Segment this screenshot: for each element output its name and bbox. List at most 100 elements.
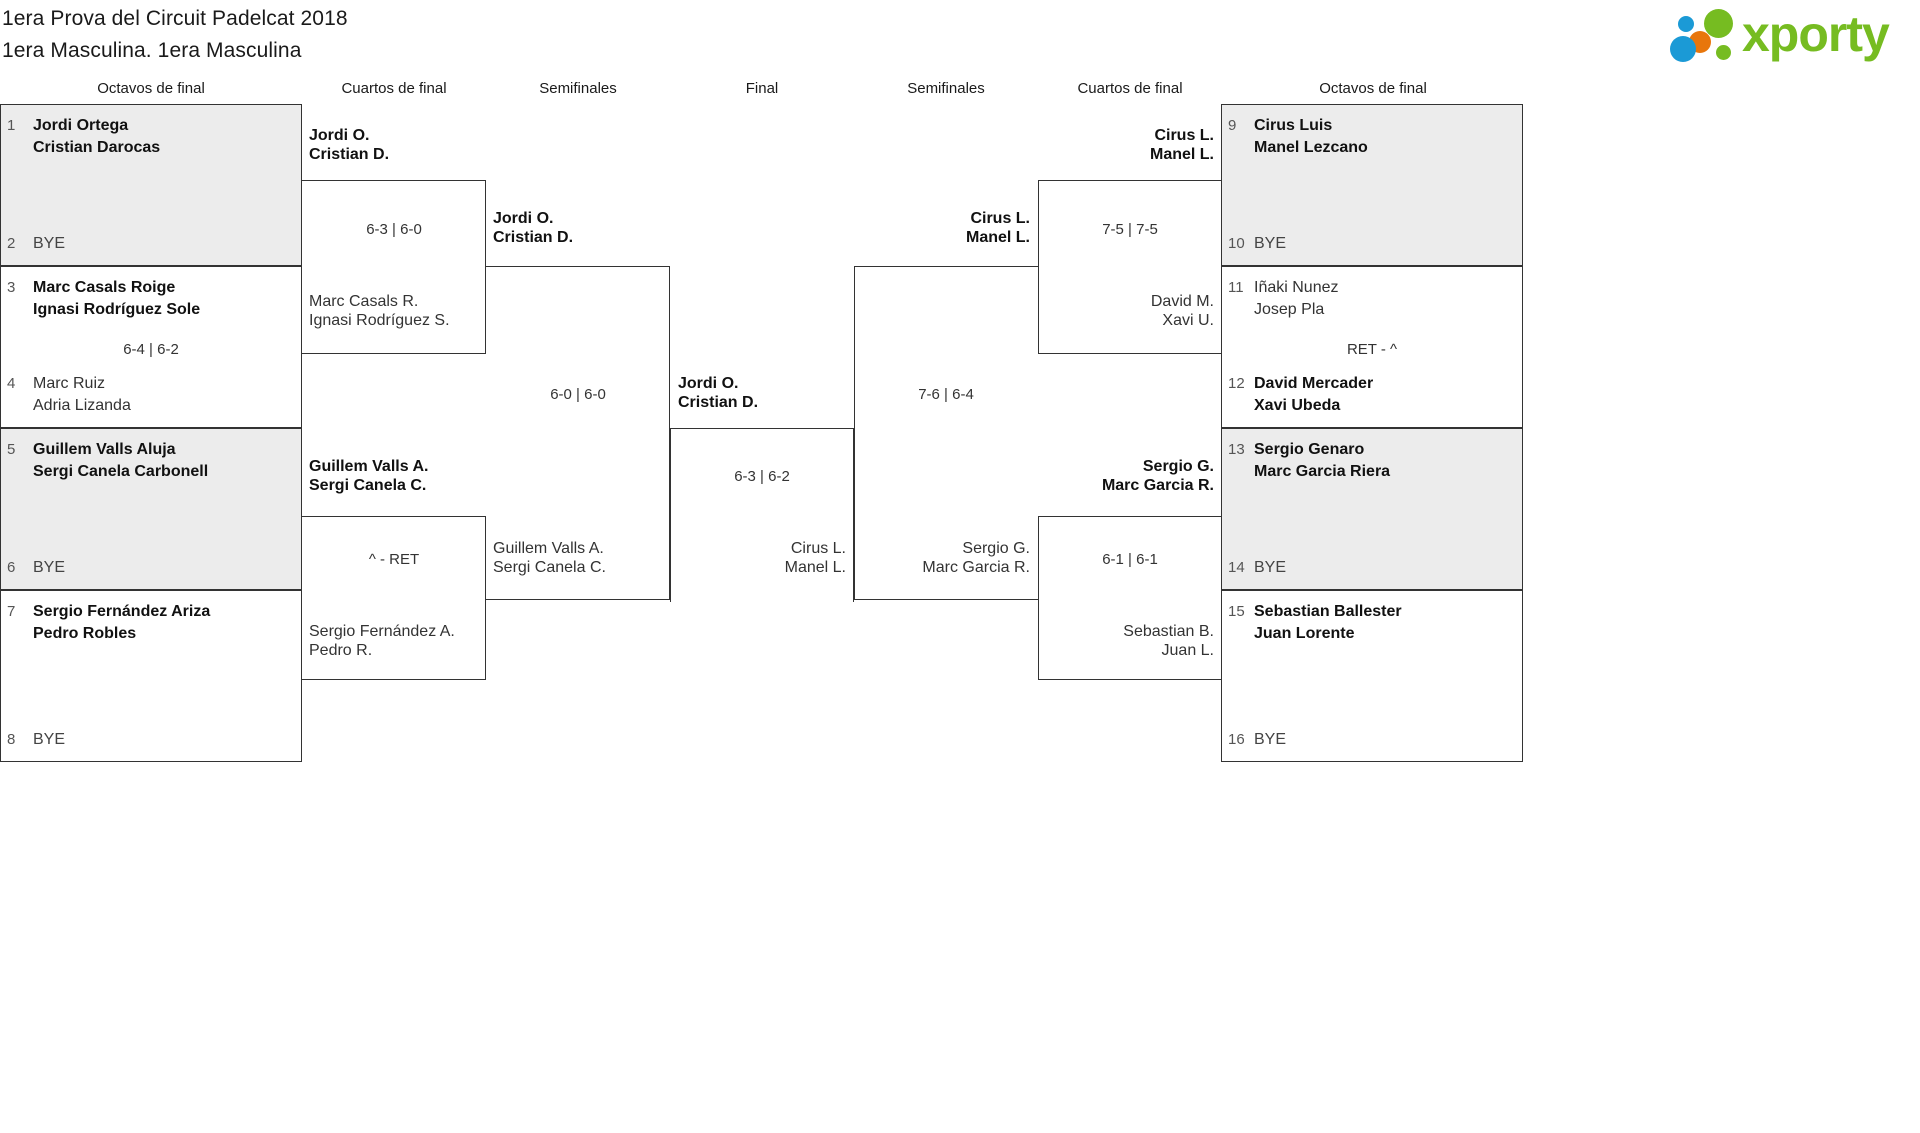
player-name: Sergio G.	[1142, 458, 1214, 475]
seed-names: BYE	[1254, 559, 1287, 576]
player-name: David M.	[1150, 293, 1214, 310]
match-cell-right-3[interactable]: 13 Sergio Genaro Marc Garcia Riera 14 BY…	[1221, 428, 1523, 590]
score-left-qf-bot: ^ - RET	[368, 551, 420, 568]
seed-entry-4: 4 Marc Ruiz Adria Lizanda	[7, 373, 297, 417]
match-cell-left-3[interactable]: 5 Guillem Valls Aluja Sergi Canela Carbo…	[0, 428, 302, 590]
player-name: Manel L.	[1149, 146, 1214, 163]
player-name: Guillem Valls A.	[309, 458, 429, 475]
player-name: Sebastian B.	[1123, 623, 1214, 640]
player-name: Juan Lorente	[1254, 625, 1355, 642]
player-name: Cirus L.	[790, 540, 846, 557]
seed-entry-15: 15 Sebastian Ballester Juan Lorente	[1228, 601, 1518, 645]
final-divider-right	[853, 428, 854, 602]
score-right-qf-bot: 6-1 | 6-1	[1102, 551, 1158, 568]
player-name: Marc Garcia R.	[1101, 477, 1214, 494]
player-name: Josep Pla	[1254, 301, 1325, 318]
seed-number: 8	[7, 731, 16, 748]
seed-number: 10	[1228, 235, 1245, 252]
seed-names: Guillem Valls Aluja Sergi Canela Carbone…	[33, 439, 208, 483]
advance-left-sf-loser: Guillem Valls A. Sergi Canela C.	[493, 539, 606, 577]
match-cell-left-2[interactable]: 3 Marc Casals Roige Ignasi Rodríguez Sol…	[0, 266, 302, 428]
player-name: Manel L.	[965, 229, 1030, 246]
player-name: Marc Garcia R.	[922, 559, 1030, 576]
bracket-box-right-qf-bot	[1038, 516, 1222, 680]
player-name: Pedro R.	[309, 642, 373, 659]
seed-entry-12: 12 David Mercader Xavi Ubeda	[1228, 373, 1518, 417]
advance-left-qf-top-loser: Marc Casals R. Ignasi Rodríguez S.	[309, 292, 450, 330]
seed-number: 16	[1228, 731, 1245, 748]
advance-left-qf-top-winner: Jordi O. Cristian D.	[309, 126, 389, 164]
score-right-sf: 7-6 | 6-4	[918, 386, 974, 403]
seed-number: 3	[7, 279, 16, 296]
seed-entry-8: 8 BYE	[7, 729, 297, 751]
player-name: Sergio Fernández A.	[309, 623, 455, 640]
match-cell-right-2[interactable]: 11 Iñaki Nunez Josep Pla 12 David Mercad…	[1221, 266, 1523, 428]
player-name: Sergi Canela C.	[309, 477, 427, 494]
advance-left-qf-bot-winner: Guillem Valls A. Sergi Canela C.	[309, 457, 428, 495]
round-header-left-cuartos: Cuartos de final	[341, 80, 447, 97]
logo-dots-icon	[1670, 7, 1748, 63]
player-name: Pedro Robles	[33, 625, 137, 642]
seed-names: Sergio Genaro Marc Garcia Riera	[1254, 439, 1390, 483]
bracket-box-left-qf-top	[302, 180, 486, 354]
seed-entry-11: 11 Iñaki Nunez Josep Pla	[1228, 277, 1518, 321]
logo-dot-blue-large	[1670, 36, 1696, 62]
advance-right-qf-bot-loser: Sebastian B. Juan L.	[1038, 622, 1214, 660]
advance-left-qf-bot-loser: Sergio Fernández A. Pedro R.	[309, 622, 455, 660]
player-name: Manel Lezcano	[1254, 139, 1368, 156]
xporty-logo[interactable]: xporty	[1670, 6, 1910, 63]
player-name: Guillem Valls Aluja	[33, 441, 176, 458]
seed-entry-9: 9 Cirus Luis Manel Lezcano	[1228, 115, 1518, 159]
advance-right-sf-loser: Sergio G. Marc Garcia R.	[854, 539, 1030, 577]
page-header: 1era Prova del Circuit Padelcat 2018 1er…	[0, 0, 1920, 75]
final-divider-left	[670, 428, 671, 602]
score-right-qf-top: 7-5 | 7-5	[1102, 221, 1158, 238]
round-header-right-octavos: Octavos de final	[1319, 80, 1427, 97]
seed-entry-10: 10 BYE	[1228, 233, 1518, 255]
seed-number: 9	[1228, 117, 1237, 134]
player-name: Cirus Luis	[1254, 117, 1333, 134]
match-cell-right-4[interactable]: 15 Sebastian Ballester Juan Lorente 16 B…	[1221, 590, 1523, 762]
seed-names: Sergio Fernández Ariza Pedro Robles	[33, 601, 210, 645]
seed-number: 1	[7, 117, 16, 134]
match-cell-left-1[interactable]: 1 Jordi Ortega Cristian Darocas 2 BYE	[0, 104, 302, 266]
match-cell-right-1[interactable]: 9 Cirus Luis Manel Lezcano 10 BYE	[1221, 104, 1523, 266]
seed-entry-1: 1 Jordi Ortega Cristian Darocas	[7, 115, 297, 159]
player-name: Manel L.	[784, 559, 846, 576]
match-cell-left-4[interactable]: 7 Sergio Fernández Ariza Pedro Robles 8 …	[0, 590, 302, 762]
seed-entry-14: 14 BYE	[1228, 557, 1518, 579]
seed-names: Sebastian Ballester Juan Lorente	[1254, 601, 1402, 645]
player-name: Sergio G.	[962, 540, 1030, 557]
logo-dot-blue-small	[1678, 16, 1694, 32]
final-runner-up: Cirus L. Manel L.	[670, 539, 846, 577]
score-left-octavos-2: 6-4 | 6-2	[123, 341, 179, 358]
advance-right-qf-top-loser: David M. Xavi U.	[1038, 292, 1214, 330]
advance-right-qf-bot-winner: Sergio G. Marc Garcia R.	[1038, 457, 1214, 495]
seed-entry-7: 7 Sergio Fernández Ariza Pedro Robles	[7, 601, 297, 645]
score-right-octavos-2: RET - ^	[1346, 341, 1398, 358]
player-name: Sebastian Ballester	[1254, 603, 1402, 620]
seed-names: Cirus Luis Manel Lezcano	[1254, 115, 1368, 159]
player-name: Marc Casals Roige	[33, 279, 176, 296]
logo-dot-green-small	[1716, 45, 1731, 60]
seed-names: David Mercader Xavi Ubeda	[1254, 373, 1373, 417]
player-name: Ignasi Rodríguez S.	[309, 312, 450, 329]
seed-names: BYE	[1254, 731, 1287, 748]
seed-names: Iñaki Nunez Josep Pla	[1254, 277, 1339, 321]
seed-number: 11	[1228, 279, 1244, 296]
player-name: Cristian D.	[493, 229, 574, 246]
player-name: Sergio Genaro	[1254, 441, 1365, 458]
player-name: Marc Garcia Riera	[1254, 463, 1391, 480]
player-name: Adria Lizanda	[33, 397, 131, 414]
player-name: Marc Casals R.	[309, 293, 419, 310]
player-name: Sergi Canela Carbonell	[33, 463, 209, 480]
final-champion: Jordi O. Cristian D.	[678, 374, 758, 412]
seed-names: BYE	[33, 559, 66, 576]
seed-entry-13: 13 Sergio Genaro Marc Garcia Riera	[1228, 439, 1518, 483]
player-name: Ignasi Rodríguez Sole	[33, 301, 201, 318]
seed-number: 13	[1228, 441, 1245, 458]
seed-names: BYE	[33, 731, 66, 748]
tournament-name: 1era Prova del Circuit Padelcat 2018	[2, 7, 348, 30]
seed-number: 5	[7, 441, 16, 458]
